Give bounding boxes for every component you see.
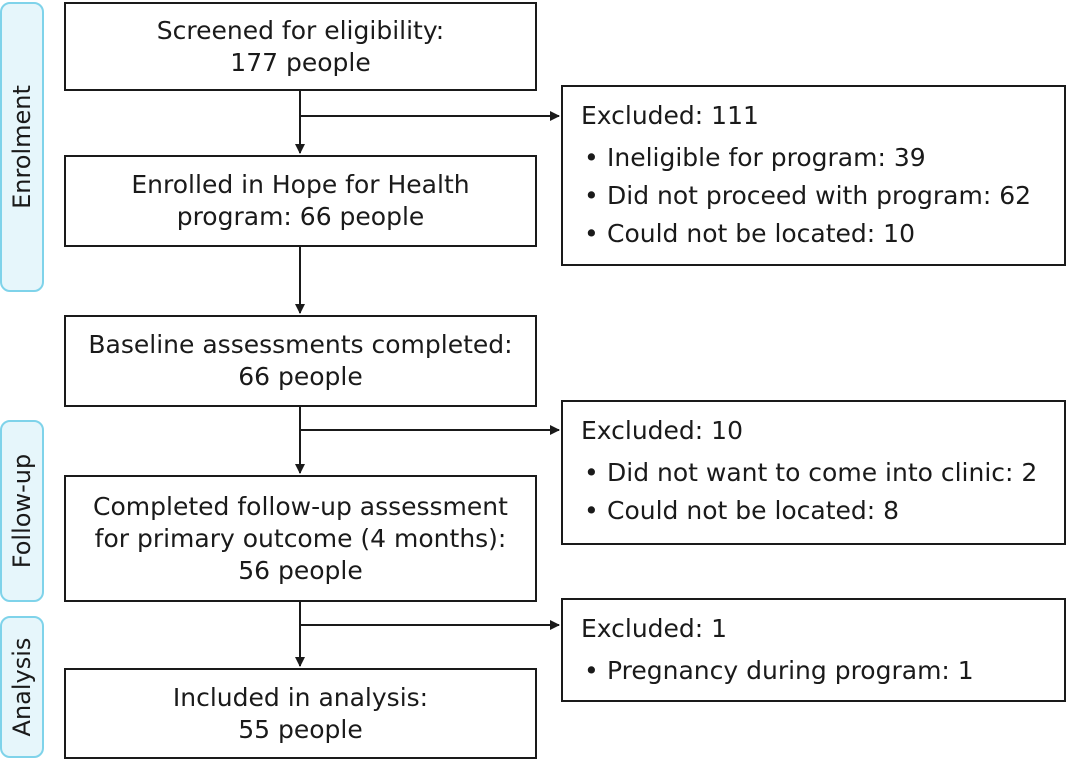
screened-line-2: 177 people <box>230 47 371 77</box>
bullet-icon: • <box>584 219 599 248</box>
exclusion-item-text: Ineligible for program: 39 <box>607 143 926 172</box>
exclusion-list: • Pregnancy during program: 1 <box>581 652 1064 690</box>
exclusion-box-analysis: Excluded: 1 • Pregnancy during program: 1 <box>561 598 1066 702</box>
exclusion-item-text: Did not proceed with program: 62 <box>607 181 1031 210</box>
exclusion-item: • Could not be located: 10 <box>581 215 1064 253</box>
exclusion-list: • Did not want to come into clinic: 2 • Co… <box>581 454 1064 530</box>
followup-line-1: Completed follow-up assessment <box>93 491 508 521</box>
bullet-icon: • <box>584 496 599 525</box>
exclusion-list: • Ineligible for program: 39 • Did not pro… <box>581 139 1064 253</box>
enrolled-line-2: program: 66 people <box>176 202 425 231</box>
exclusion-item: • Pregnancy during program: 1 <box>581 652 1064 690</box>
followup-line-3: 56 people <box>238 555 363 585</box>
stage-analysis: Analysis <box>0 616 44 758</box>
bullet-icon: • <box>584 181 599 210</box>
analysis-box: Included in analysis: 55 people <box>64 668 537 759</box>
exclusion-item: • Could not be located: 8 <box>581 492 1064 530</box>
bullet-icon: • <box>584 458 599 487</box>
exclusion-item: • Did not proceed with program: 62 <box>581 177 1064 215</box>
bullet-icon: • <box>584 143 599 172</box>
exclusion-title: Excluded: 111 <box>581 101 759 130</box>
analysis-line-2: 55 people <box>238 714 363 744</box>
analysis-line-1: Included in analysis: <box>172 682 429 712</box>
exclusion-title: Excluded: 1 <box>581 614 728 643</box>
baseline-box: Baseline assessments completed: 66 peopl… <box>64 315 537 407</box>
exclusion-title: Excluded: 10 <box>581 416 743 445</box>
baseline-line-1: Baseline assessments completed: <box>88 330 513 359</box>
exclusion-item-text: Pregnancy during program: 1 <box>607 656 974 685</box>
enrolled-box: Enrolled in Hope for Health program: 66 … <box>64 155 537 247</box>
enrolled-line-1: Enrolled in Hope for Health <box>131 170 470 199</box>
screened-line-1: Screened for eligibility: <box>156 15 445 45</box>
exclusion-item-text: Could not be located: 10 <box>607 219 915 248</box>
exclusion-item: • Did not want to come into clinic: 2 <box>581 454 1064 492</box>
bullet-icon: • <box>584 656 599 685</box>
followup-box: Completed follow-up assessment for prima… <box>64 475 537 602</box>
exclusion-item: • Ineligible for program: 39 <box>581 139 1064 177</box>
exclusion-box-enrolment: Excluded: 111 • Ineligible for program: 3… <box>561 85 1066 266</box>
exclusion-box-follow-up: Excluded: 10 • Did not want to come into … <box>561 400 1066 545</box>
exclusion-item-text: Could not be located: 8 <box>607 496 900 525</box>
followup-line-2: for primary outcome (4 months): <box>94 523 507 553</box>
baseline-line-2: 66 people <box>238 362 363 391</box>
screened-box: Screened for eligibility: 177 people <box>64 2 537 91</box>
exclusion-item-text: Did not want to come into clinic: 2 <box>607 458 1038 487</box>
stage-enrolment: Enrolment <box>0 2 44 292</box>
stage-follow-up: Follow-up <box>0 420 44 602</box>
